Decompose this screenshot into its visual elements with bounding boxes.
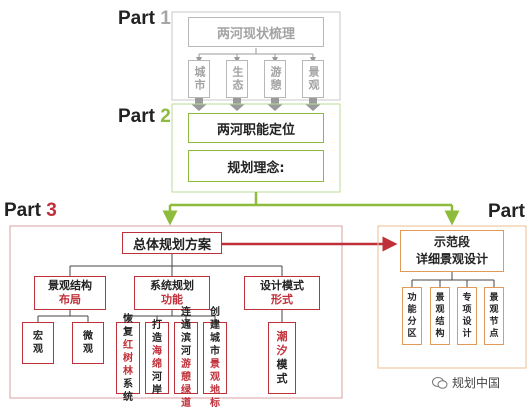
part4-frame <box>377 225 527 369</box>
part1-title-box: 两河现状梳理 <box>188 17 324 47</box>
group-design-mode: 设计模式 形式 <box>244 276 320 310</box>
child-tidal-mode: 潮汐 模式 <box>268 322 296 394</box>
part1-frame <box>171 11 341 101</box>
group-landscape-structure: 景观结构 布局 <box>34 276 106 310</box>
part4-title-box: 示范段 详细景观设计 <box>400 230 504 272</box>
part1-item-city: 城市 <box>188 60 210 98</box>
child-greenway: 连通 滨河 游憩 绿道 <box>174 307 198 409</box>
part4-item-special-design: 专项设计 <box>457 287 477 345</box>
wechat-icon <box>432 376 448 389</box>
part4-item-function-zoning: 功能分区 <box>402 287 422 345</box>
part1-item-landscape: 景观 <box>302 60 324 98</box>
group-system-planning: 系统规划 功能 <box>134 276 210 310</box>
watermark: 规划中国 <box>432 374 500 391</box>
part3-frame <box>9 225 343 399</box>
part2-concept-box: 规划理念: <box>188 150 324 182</box>
part1-label: Part 1 <box>118 8 171 29</box>
part2-label: Part 2 <box>118 106 171 127</box>
part1-item-ecology: 生态 <box>226 60 248 98</box>
child-mangrove: 恢复 红树林 系统 <box>116 314 140 403</box>
child-landmark: 创建 城市 景观 地标 <box>203 307 227 409</box>
child-micro: 微观 <box>72 322 104 364</box>
child-sponge-bank: 打造 海绵 河岸 <box>145 320 169 396</box>
part4-label: Part 4 <box>488 201 525 222</box>
part3-title-box: 总体规划方案 <box>122 232 222 254</box>
part3-label: Part 3 <box>4 200 57 221</box>
child-macro: 宏观 <box>22 322 54 364</box>
part4-item-landscape-nodes: 景观节点 <box>484 287 504 345</box>
part4-item-landscape-structure: 景观结构 <box>430 287 450 345</box>
part2-title-box: 两河职能定位 <box>188 113 324 143</box>
part1-item-recreation: 游憩 <box>264 60 286 98</box>
